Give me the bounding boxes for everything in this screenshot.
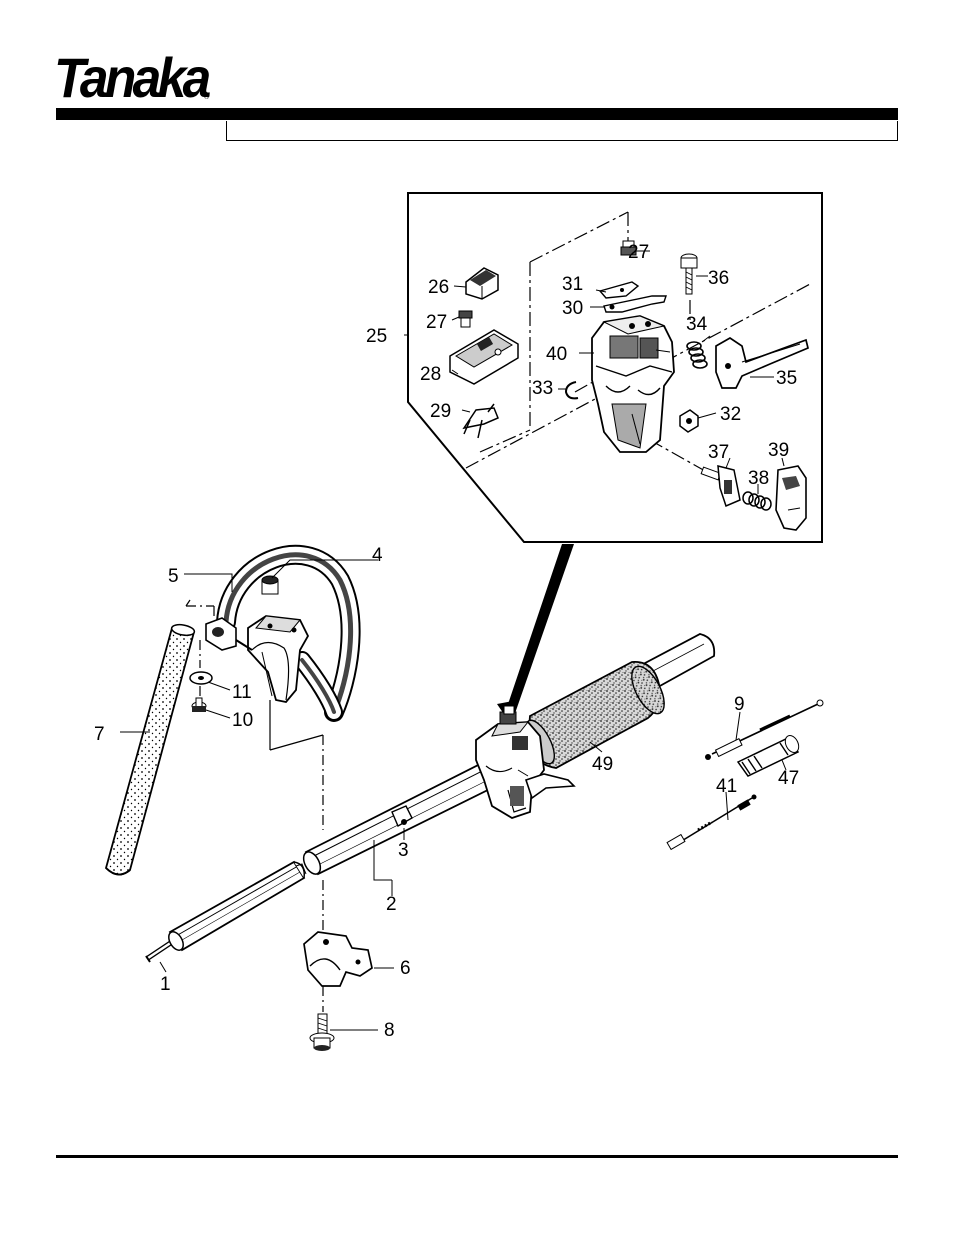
callout-49: 49 (592, 754, 613, 775)
callout-10: 10 (232, 710, 253, 731)
tanaka-logo: Tanaka (54, 46, 211, 109)
part-27-screw-lower (458, 310, 473, 328)
callout-4: 4 (372, 545, 383, 566)
callout-1: 1 (160, 974, 171, 995)
part-35-throttle-lever (715, 337, 810, 389)
part-30-plate (603, 295, 667, 313)
detail-inset (404, 192, 823, 726)
part-36-bolt (680, 253, 698, 295)
callout-30: 30 (562, 298, 583, 319)
part-31-plate (598, 281, 640, 299)
part-32-nut (679, 409, 699, 433)
callout-3: 3 (398, 840, 409, 861)
part-34-spring (686, 341, 708, 369)
callout-28: 28 (420, 364, 441, 385)
header-rule (56, 108, 898, 120)
callout-36: 36 (708, 268, 729, 289)
callout-8: 8 (384, 1020, 395, 1041)
callout-29: 29 (430, 401, 451, 422)
callout-33: 33 (532, 378, 553, 399)
callout-26: 26 (428, 277, 449, 298)
part-6-clamp-lower (303, 931, 373, 987)
callout-5: 5 (168, 566, 179, 587)
part-47-spring-tube (736, 734, 800, 777)
callout-9: 9 (734, 694, 745, 715)
callout-41: 41 (716, 776, 737, 797)
part-26-block (465, 267, 499, 300)
callout-27-lower: 27 (426, 312, 447, 333)
part-4-nut (261, 575, 279, 595)
callout-25: 25 (366, 326, 387, 347)
registered-mark: ® (204, 94, 210, 101)
callout-38: 38 (748, 468, 769, 489)
part-10-bolt (191, 697, 207, 712)
callout-32: 32 (720, 404, 741, 425)
part-8-bolt (309, 1013, 335, 1051)
part-1-drive-shaft (145, 939, 174, 963)
part-39-cover (775, 465, 807, 531)
callout-39: 39 (768, 440, 789, 461)
part-33-clip (564, 381, 579, 400)
callout-40: 40 (546, 344, 567, 365)
callout-35: 35 (776, 368, 797, 389)
part-11-washer (189, 671, 213, 685)
callout-11: 11 (232, 682, 252, 703)
part-38-spring (742, 491, 772, 511)
callout-27: 27 (628, 242, 649, 263)
callout-6: 6 (400, 958, 411, 979)
callout-labels: 27 26 31 30 36 27 25 34 40 28 35 33 29 3… (94, 242, 799, 1041)
part-7-grip-tube (104, 623, 196, 876)
part-40-throttle-housing (591, 315, 675, 453)
part-9-throttle-cable (705, 699, 824, 760)
throttle-housing-assembled (475, 705, 576, 819)
handle-clamp-upper (205, 615, 310, 703)
part-28-switch-plate (449, 329, 519, 385)
callout-37: 37 (708, 442, 729, 463)
part-41-stop-wire (666, 794, 757, 851)
part-29-clip (462, 403, 499, 439)
callout-2: 2 (386, 894, 397, 915)
part-5-loop-handle (216, 544, 361, 722)
page-title-box (226, 121, 898, 141)
callout-47: 47 (778, 768, 799, 789)
callout-31: 31 (562, 274, 583, 295)
footer-rule (56, 1155, 898, 1158)
callout-7: 7 (94, 724, 105, 745)
part-37-pin (700, 465, 741, 508)
part-2-shaft-tube-lower (168, 860, 307, 952)
inset-pointer-arrow (504, 544, 574, 722)
callout-34: 34 (686, 314, 708, 335)
